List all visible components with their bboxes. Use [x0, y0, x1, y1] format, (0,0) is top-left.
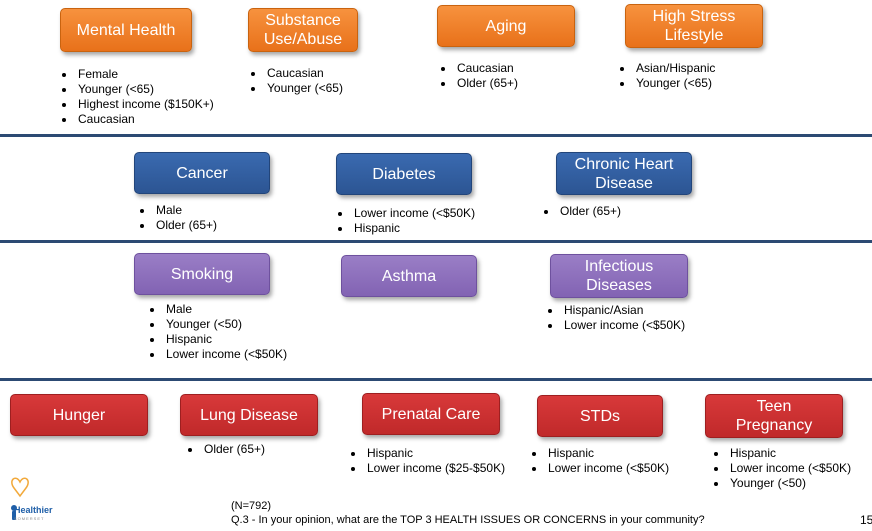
issue-box-smoking: Smoking	[134, 253, 270, 295]
demographic-item: Younger (<50)	[728, 476, 851, 491]
demographic-item: Asian/Hispanic	[634, 61, 715, 76]
demographic-list-substance-use: Caucasian Younger (<65)	[249, 66, 343, 96]
demographic-item: Older (65+)	[154, 218, 217, 233]
demographic-item: Lower income (<$50K)	[352, 206, 475, 221]
survey-question: Q.3 - In your opinion, what are the TOP …	[231, 514, 705, 526]
demographic-item: Hispanic	[164, 332, 287, 347]
issue-label: Hunger	[52, 406, 106, 424]
demographic-item: Older (65+)	[202, 442, 265, 457]
issue-label: STDs	[580, 407, 620, 425]
issue-label: Teen Pregnancy	[735, 398, 813, 434]
demographic-list-aging: Caucasian Older (65+)	[439, 61, 518, 91]
demographic-list-mental-health: Female Younger (<65) Highest income ($15…	[60, 67, 214, 127]
demographic-list-diabetes: Lower income (<$50K) Hispanic	[336, 206, 475, 236]
demographic-list-infectious: Hispanic/Asian Lower income (<$50K)	[546, 303, 685, 333]
issue-box-hunger: Hunger	[10, 394, 148, 436]
issue-box-cancer: Cancer	[134, 152, 270, 194]
demographic-item: Caucasian	[76, 112, 214, 127]
demographic-item: Caucasian	[265, 66, 343, 81]
issue-label: Lung Disease	[200, 406, 298, 424]
demographic-item: Highest income ($150K+)	[76, 97, 214, 112]
issue-label: High Stress Lifestyle	[652, 8, 736, 44]
demographic-item: Hispanic	[365, 446, 505, 461]
issue-box-lung-disease: Lung Disease	[180, 394, 318, 436]
logo-name: Healthier	[14, 505, 53, 515]
demographic-item: Older (65+)	[455, 76, 518, 91]
demographic-item: Hispanic/Asian	[562, 303, 685, 318]
issue-label: Mental Health	[76, 21, 176, 39]
sample-size: (N=792)	[231, 500, 272, 512]
issue-label: Infectious Diseases	[584, 258, 654, 294]
demographic-item: Lower income (<$50K)	[728, 461, 851, 476]
issue-box-teen-pregnancy: Teen Pregnancy	[705, 394, 843, 438]
demographic-item: Hispanic	[728, 446, 851, 461]
demographic-list-high-stress: Asian/Hispanic Younger (<65)	[618, 61, 715, 91]
demographic-list-stds: Hispanic Lower income (<$50K)	[530, 446, 669, 476]
demographic-item: Caucasian	[455, 61, 518, 76]
issue-label: Diabetes	[372, 165, 436, 183]
row-divider	[0, 134, 872, 137]
demographic-item: Lower income (<$50K)	[546, 461, 669, 476]
demographic-list-cancer: Male Older (65+)	[138, 203, 217, 233]
demographic-list-smoking: Male Younger (<50) Hispanic Lower income…	[148, 302, 287, 362]
demographic-item: Lower income (<$50K)	[562, 318, 685, 333]
issue-box-infectious-diseases: Infectious Diseases	[550, 254, 688, 298]
demographic-item: Older (65+)	[558, 204, 621, 219]
issue-label: Prenatal Care	[381, 405, 481, 423]
demographic-item: Younger (<65)	[265, 81, 343, 96]
issue-label: Smoking	[170, 265, 234, 283]
demographic-list-lung-disease: Older (65+)	[186, 442, 265, 457]
demographic-item: Female	[76, 67, 214, 82]
issue-box-high-stress-lifestyle: High Stress Lifestyle	[625, 4, 763, 48]
demographic-item: Lower income ($25-$50K)	[365, 461, 505, 476]
row-divider	[0, 378, 872, 381]
healthier-somerset-logo-icon	[11, 477, 29, 520]
issue-label: Cancer	[176, 164, 228, 182]
issue-box-diabetes: Diabetes	[336, 153, 472, 195]
issue-label: Substance Use/Abuse	[263, 12, 343, 48]
issue-box-prenatal-care: Prenatal Care	[362, 393, 500, 435]
demographic-list-chronic-heart: Older (65+)	[542, 204, 621, 219]
demographic-list-teen-pregnancy: Hispanic Lower income (<$50K) Younger (<…	[712, 446, 851, 491]
issue-label: Aging	[485, 17, 527, 35]
issue-label: Asthma	[381, 267, 437, 285]
logo-subtitle: SOMERSET	[14, 516, 45, 521]
issue-box-asthma: Asthma	[341, 255, 477, 297]
demographic-item: Male	[164, 302, 287, 317]
demographic-item: Lower income (<$50K)	[164, 347, 287, 362]
demographic-item: Hispanic	[352, 221, 475, 236]
issue-label: Chronic Heart Disease	[574, 155, 674, 192]
demographic-item: Hispanic	[546, 446, 669, 461]
issue-box-aging: Aging	[437, 5, 575, 47]
demographic-list-prenatal-care: Hispanic Lower income ($25-$50K)	[349, 446, 505, 476]
demographic-item: Younger (<50)	[164, 317, 287, 332]
demographic-item: Male	[154, 203, 217, 218]
issue-box-chronic-heart-disease: Chronic Heart Disease	[556, 152, 692, 195]
row-divider	[0, 240, 872, 243]
demographic-item: Younger (<65)	[634, 76, 715, 91]
issue-box-substance-use: Substance Use/Abuse	[248, 8, 358, 52]
issue-box-mental-health: Mental Health	[60, 8, 192, 52]
issue-box-stds: STDs	[537, 395, 663, 437]
page-number: 15	[860, 513, 872, 527]
demographic-item: Younger (<65)	[76, 82, 214, 97]
